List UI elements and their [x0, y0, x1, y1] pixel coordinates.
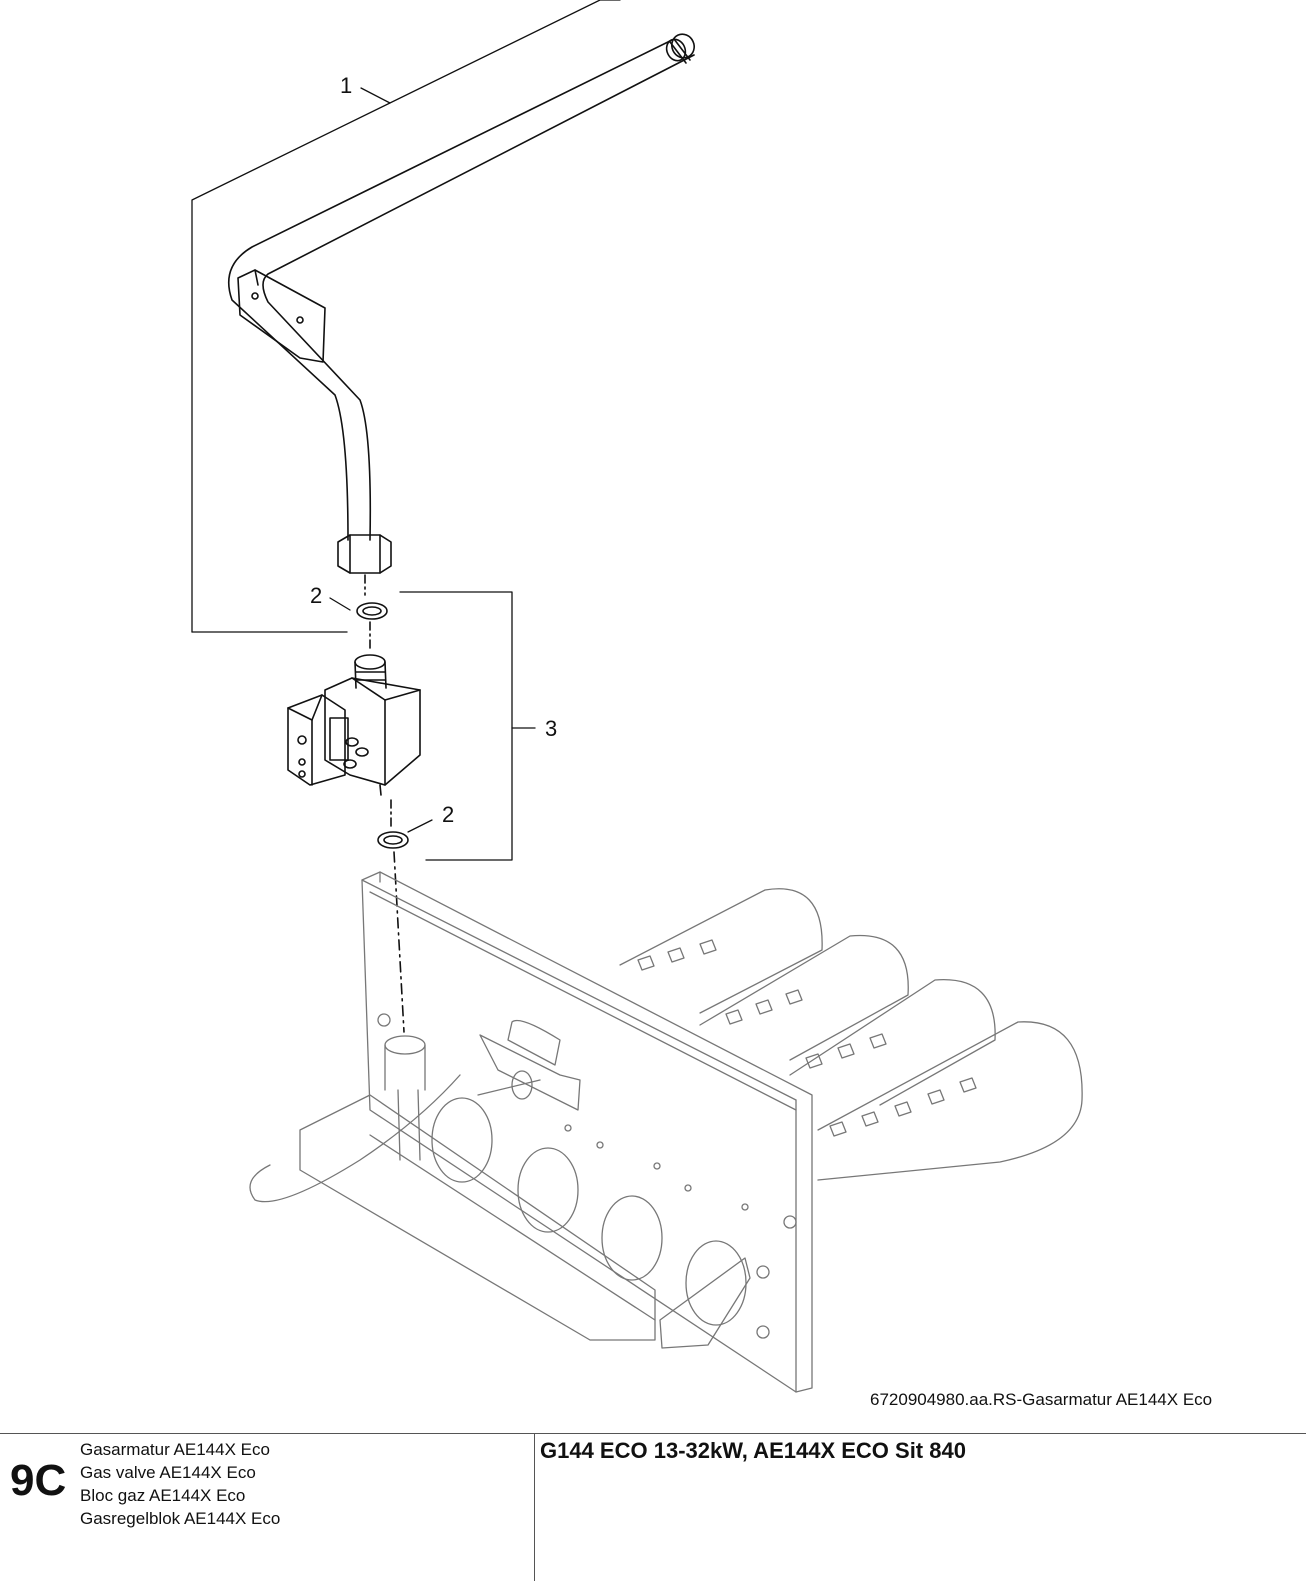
section-code: 9C — [10, 1456, 67, 1505]
part-names: Gasarmatur AE144X Eco Gas valve AE144X E… — [80, 1438, 280, 1530]
part-name-nl: Gasregelblok AE144X Eco — [80, 1509, 281, 1528]
seal-ring-lower — [377, 799, 409, 1033]
figure-caption: 6720904980.aa.RS-Gasarmatur AE144X Eco — [870, 1390, 1213, 1409]
part-name-de: Gasarmatur AE144X Eco — [80, 1440, 270, 1459]
part-name-en: Gas valve AE144X Eco — [80, 1463, 256, 1482]
model-title: G144 ECO 13-32kW, AE144X ECO Sit 840 — [540, 1438, 966, 1463]
gas-valve — [287, 654, 421, 796]
burner-assembly — [249, 871, 1083, 1393]
callout-1: 1 — [340, 73, 353, 98]
exploded-parts-diagram — [191, 0, 1083, 1393]
title-divider — [534, 1434, 535, 1581]
gas-pipe — [228, 33, 695, 596]
callout-2-upper: 2 — [310, 583, 323, 608]
seal-ring-upper — [356, 602, 388, 651]
callout-2-lower: 2 — [442, 802, 455, 827]
callout-lines — [191, 0, 621, 861]
callout-3: 3 — [545, 716, 558, 741]
part-name-fr: Bloc gaz AE144X Eco — [80, 1486, 246, 1505]
title-block: 9C Gasarmatur AE144X Eco Gas valve AE144… — [0, 1433, 1306, 1581]
